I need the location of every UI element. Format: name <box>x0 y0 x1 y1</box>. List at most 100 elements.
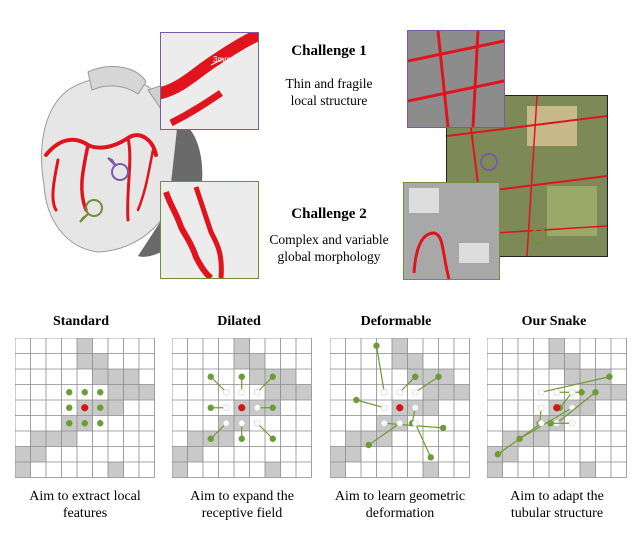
tube-cell <box>392 338 408 354</box>
tube-cell <box>108 369 124 385</box>
original-sample-point <box>568 419 576 427</box>
grid-deformable <box>330 338 470 478</box>
original-sample-point <box>238 419 246 427</box>
challenge-1-desc-line1: Thin and fragile <box>285 76 373 91</box>
tube-cell <box>139 384 155 400</box>
caption-dilated-line1: Aim to expand the <box>190 489 294 504</box>
tube-cell <box>502 446 518 462</box>
center-point <box>553 404 561 412</box>
challenge-2-desc-line2: global morphology <box>277 249 381 264</box>
tube-cell <box>518 431 534 447</box>
sample-point <box>66 389 73 396</box>
original-sample-point <box>380 419 388 427</box>
tube-cell <box>438 369 454 385</box>
tube-cell <box>423 369 439 385</box>
original-sample-point <box>380 404 388 412</box>
sample-point <box>365 441 372 449</box>
tube-cell <box>234 353 250 369</box>
center-point <box>396 404 404 412</box>
challenge-2-desc-line1: Complex and variable <box>269 232 389 247</box>
grid-title-standard: Standard <box>52 314 110 329</box>
tube-cell <box>564 353 580 369</box>
tube-cell <box>172 462 188 478</box>
tube-cell <box>392 353 408 369</box>
caption-snake-line1: Aim to adapt the <box>510 489 604 504</box>
grid-standard <box>15 338 155 478</box>
original-sample-point <box>396 388 404 396</box>
sample-point <box>269 404 276 411</box>
caption-standard-line1: Aim to extract local <box>29 489 141 504</box>
sample-point <box>207 373 214 380</box>
caption-dilated-line2: receptive field <box>201 506 283 521</box>
tube-cell <box>280 369 296 385</box>
original-sample-point <box>238 388 246 396</box>
sample-point <box>97 420 104 427</box>
tube-cell <box>265 462 281 478</box>
center-point <box>81 404 89 412</box>
tube-cell <box>611 384 627 400</box>
sample-point <box>97 389 104 396</box>
measure-label: 3mm <box>213 55 231 64</box>
original-sample-point <box>411 404 419 412</box>
tube-cell <box>92 353 108 369</box>
original-sample-point <box>222 404 230 412</box>
tube-cell <box>595 369 611 385</box>
aerial-zoom-global <box>403 182 500 280</box>
tube-cell <box>423 384 439 400</box>
tube-cell <box>187 446 203 462</box>
grid-title-snake: Our Snake <box>521 314 587 329</box>
sample-point <box>353 396 360 404</box>
sample-point <box>66 420 73 427</box>
tube-cell <box>249 369 265 385</box>
sample-point <box>373 342 380 349</box>
original-sample-point <box>411 419 419 427</box>
sample-point <box>578 389 585 396</box>
tube-cell <box>330 446 346 462</box>
tube-cell <box>46 431 62 447</box>
sample-point <box>547 420 554 427</box>
original-sample-point <box>222 388 230 396</box>
tube-cell <box>123 369 139 385</box>
caption-standard-line2: features <box>62 506 108 521</box>
tube-cell <box>595 384 611 400</box>
challenge-1-title: Challenge 1 <box>291 43 367 59</box>
tube-cell <box>580 462 596 478</box>
sample-point <box>494 451 502 458</box>
tube-cell <box>15 462 31 478</box>
sample-point <box>207 404 214 411</box>
tube-cell <box>564 369 580 385</box>
tube-cell <box>249 353 265 369</box>
tube-cell <box>15 446 31 462</box>
sample-point <box>439 424 447 432</box>
zoom-panel-global <box>160 181 259 279</box>
sample-point <box>592 389 599 396</box>
sample-point <box>269 435 276 442</box>
tube-cell <box>296 384 312 400</box>
tube-cell <box>549 353 565 369</box>
tube-cell <box>580 400 596 416</box>
grid-title-deformable: Deformable <box>360 314 432 329</box>
caption-deformable-line2: deformation <box>365 506 435 521</box>
original-sample-point <box>537 419 545 427</box>
original-sample-point <box>253 419 261 427</box>
sample-point <box>238 435 245 442</box>
tube-cell <box>407 353 423 369</box>
tube-cell <box>454 384 470 400</box>
original-sample-point <box>411 388 419 396</box>
tube-cell <box>172 446 188 462</box>
tube-cell <box>533 431 549 447</box>
tube-cell <box>580 384 596 400</box>
original-sample-point <box>253 404 261 412</box>
tube-cell <box>438 384 454 400</box>
original-sample-point <box>568 388 576 396</box>
tube-cell <box>108 462 124 478</box>
tube-cell <box>549 338 565 354</box>
tube-cell <box>218 431 234 447</box>
caption-deformable-line1: Aim to learn geometric <box>334 489 466 504</box>
tube-cell <box>265 384 281 400</box>
sample-point <box>427 454 434 461</box>
caption-snake-line2: tubular structure <box>510 506 604 521</box>
grid-dilated <box>172 338 312 478</box>
sample-point <box>97 404 104 411</box>
tube-cell <box>280 384 296 400</box>
